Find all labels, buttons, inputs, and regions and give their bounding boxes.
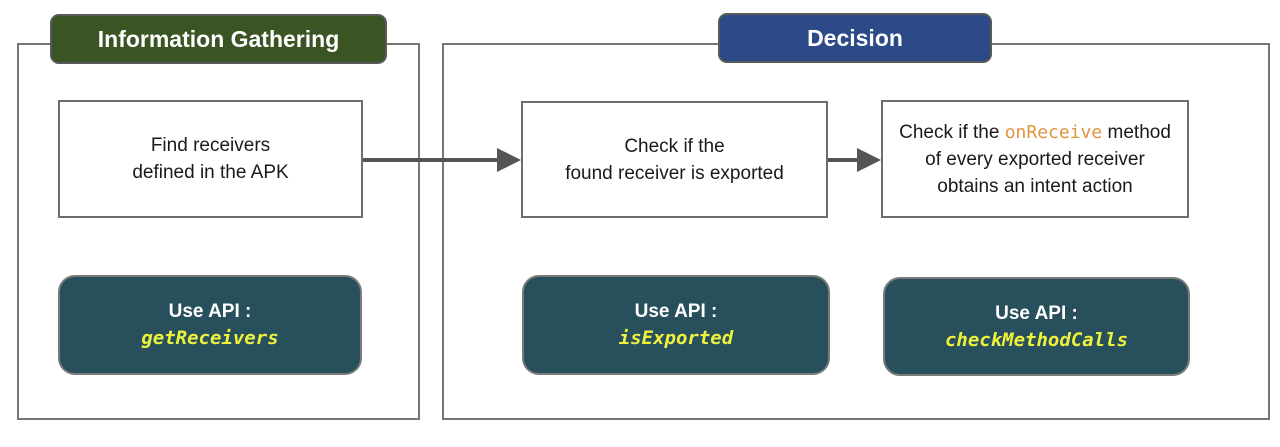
step-box-check-onreceive: Check if the onReceive method of every e…: [881, 100, 1189, 218]
arrow-find-to-exported-line: [363, 158, 499, 162]
information-gathering-badge: Information Gathering: [50, 14, 387, 64]
step-box-find-receivers: Find receivers defined in the APK: [58, 100, 363, 218]
step-text-line: Find receivers: [150, 135, 271, 156]
decision-badge: Decision: [718, 13, 992, 63]
arrow-find-to-exported-head-icon: [497, 148, 521, 172]
api-name-checkmethodcalls: checkMethodCalls: [944, 328, 1129, 351]
step-text-line: defined in the APK: [132, 162, 289, 183]
step-text-segment: method: [1102, 121, 1171, 143]
api-box-checkmethodcalls: Use API : checkMethodCalls: [883, 277, 1190, 376]
step-text-line: of every exported receiver: [925, 148, 1145, 170]
api-box-isexported: Use API : isExported: [522, 275, 830, 375]
api-label: Use API :: [168, 301, 252, 322]
step-text-line: Check if the: [624, 135, 725, 157]
step-text: Check if the onReceive method of every e…: [899, 119, 1171, 200]
api-box-getreceivers: Use API : getReceivers: [58, 275, 362, 375]
arrow-exported-to-onreceive-line: [828, 158, 859, 162]
api-name-isexported: isExported: [618, 327, 734, 349]
arrow-exported-to-onreceive-head-icon: [857, 148, 881, 172]
api-label: Use API :: [995, 302, 1078, 324]
onreceive-code-token: onReceive: [1004, 121, 1103, 143]
step-text: Check if the found receiver is exported: [565, 133, 784, 187]
api-name-getreceivers: getReceivers: [141, 327, 279, 349]
step-text-line: found receiver is exported: [565, 162, 784, 184]
step-text-line: Check if the onReceive method: [899, 119, 1171, 146]
api-label: Use API :: [634, 301, 718, 322]
step-text-line: obtains an intent action: [937, 175, 1133, 197]
step-text-segment: Check if the: [899, 121, 1005, 143]
step-text: Find receivers defined in the APK: [132, 132, 288, 186]
step-box-check-exported: Check if the found receiver is exported: [521, 101, 828, 218]
